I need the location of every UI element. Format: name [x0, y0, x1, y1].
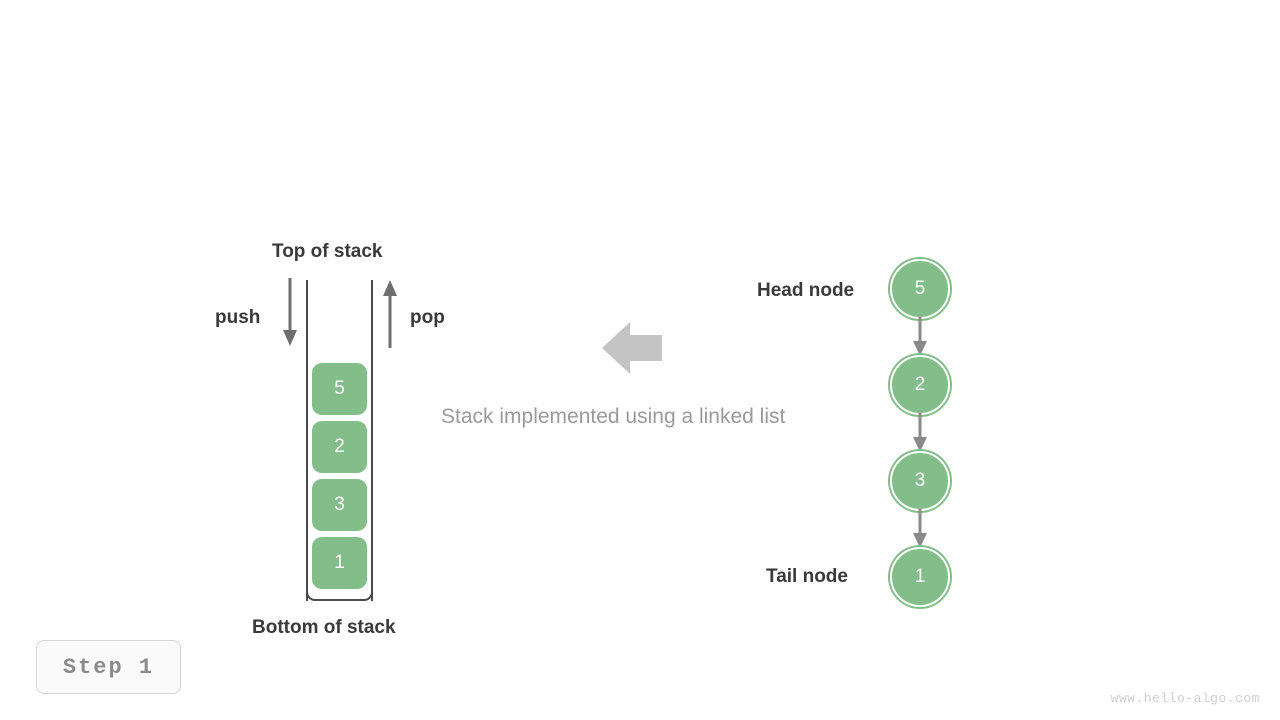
top-of-stack-label: Top of stack [272, 241, 383, 262]
linked-list-node[interactable]: 5 [890, 259, 950, 319]
pop-arrow-icon [383, 280, 397, 348]
stack-container-floor [306, 587, 373, 601]
head-node-label: Head node [757, 280, 855, 301]
linked-list-link-arrow-icon [913, 413, 927, 452]
linked-list-node-value: 1 [914, 566, 926, 587]
transform-left-arrow-icon [602, 322, 662, 374]
stack-cell[interactable]: 5 [312, 363, 367, 415]
linked-list-node-value: 2 [914, 374, 926, 395]
linked-list-link-arrow-icon [913, 317, 927, 356]
linked-list-node-value: 5 [914, 278, 926, 299]
stack-cell[interactable]: 1 [312, 537, 367, 589]
stack-cell[interactable]: 3 [312, 479, 367, 531]
stack-cell[interactable]: 2 [312, 421, 367, 473]
stack-container-left-wall [306, 280, 308, 601]
stack-container-right-wall [371, 280, 373, 601]
stack-cell-list: 5 2 3 1 [312, 363, 367, 589]
stack-cell-value: 1 [334, 552, 345, 573]
step-badge: Step 1 [36, 640, 181, 694]
stack-cell-value: 2 [334, 436, 345, 457]
stack-cell-value: 3 [334, 494, 345, 515]
linked-list-node-value: 3 [914, 470, 926, 491]
linked-list-link-arrow-icon [913, 509, 927, 548]
step-badge-label: Step 1 [62, 654, 155, 680]
linked-list-node[interactable]: 3 [890, 451, 950, 511]
push-arrow-icon [283, 278, 297, 346]
pop-label: pop [410, 307, 445, 328]
linked-list-node[interactable]: 2 [890, 355, 950, 415]
linked-list-node[interactable]: 1 [890, 547, 950, 607]
watermark: www.hello-algo.com [1110, 691, 1260, 706]
push-label: push [215, 307, 261, 328]
bottom-of-stack-label: Bottom of stack [252, 617, 396, 638]
tail-node-label: Tail node [766, 566, 848, 587]
diagram-caption: Stack implemented using a linked list [441, 405, 786, 428]
stack-container [306, 280, 373, 601]
stack-cell-value: 5 [334, 378, 345, 399]
